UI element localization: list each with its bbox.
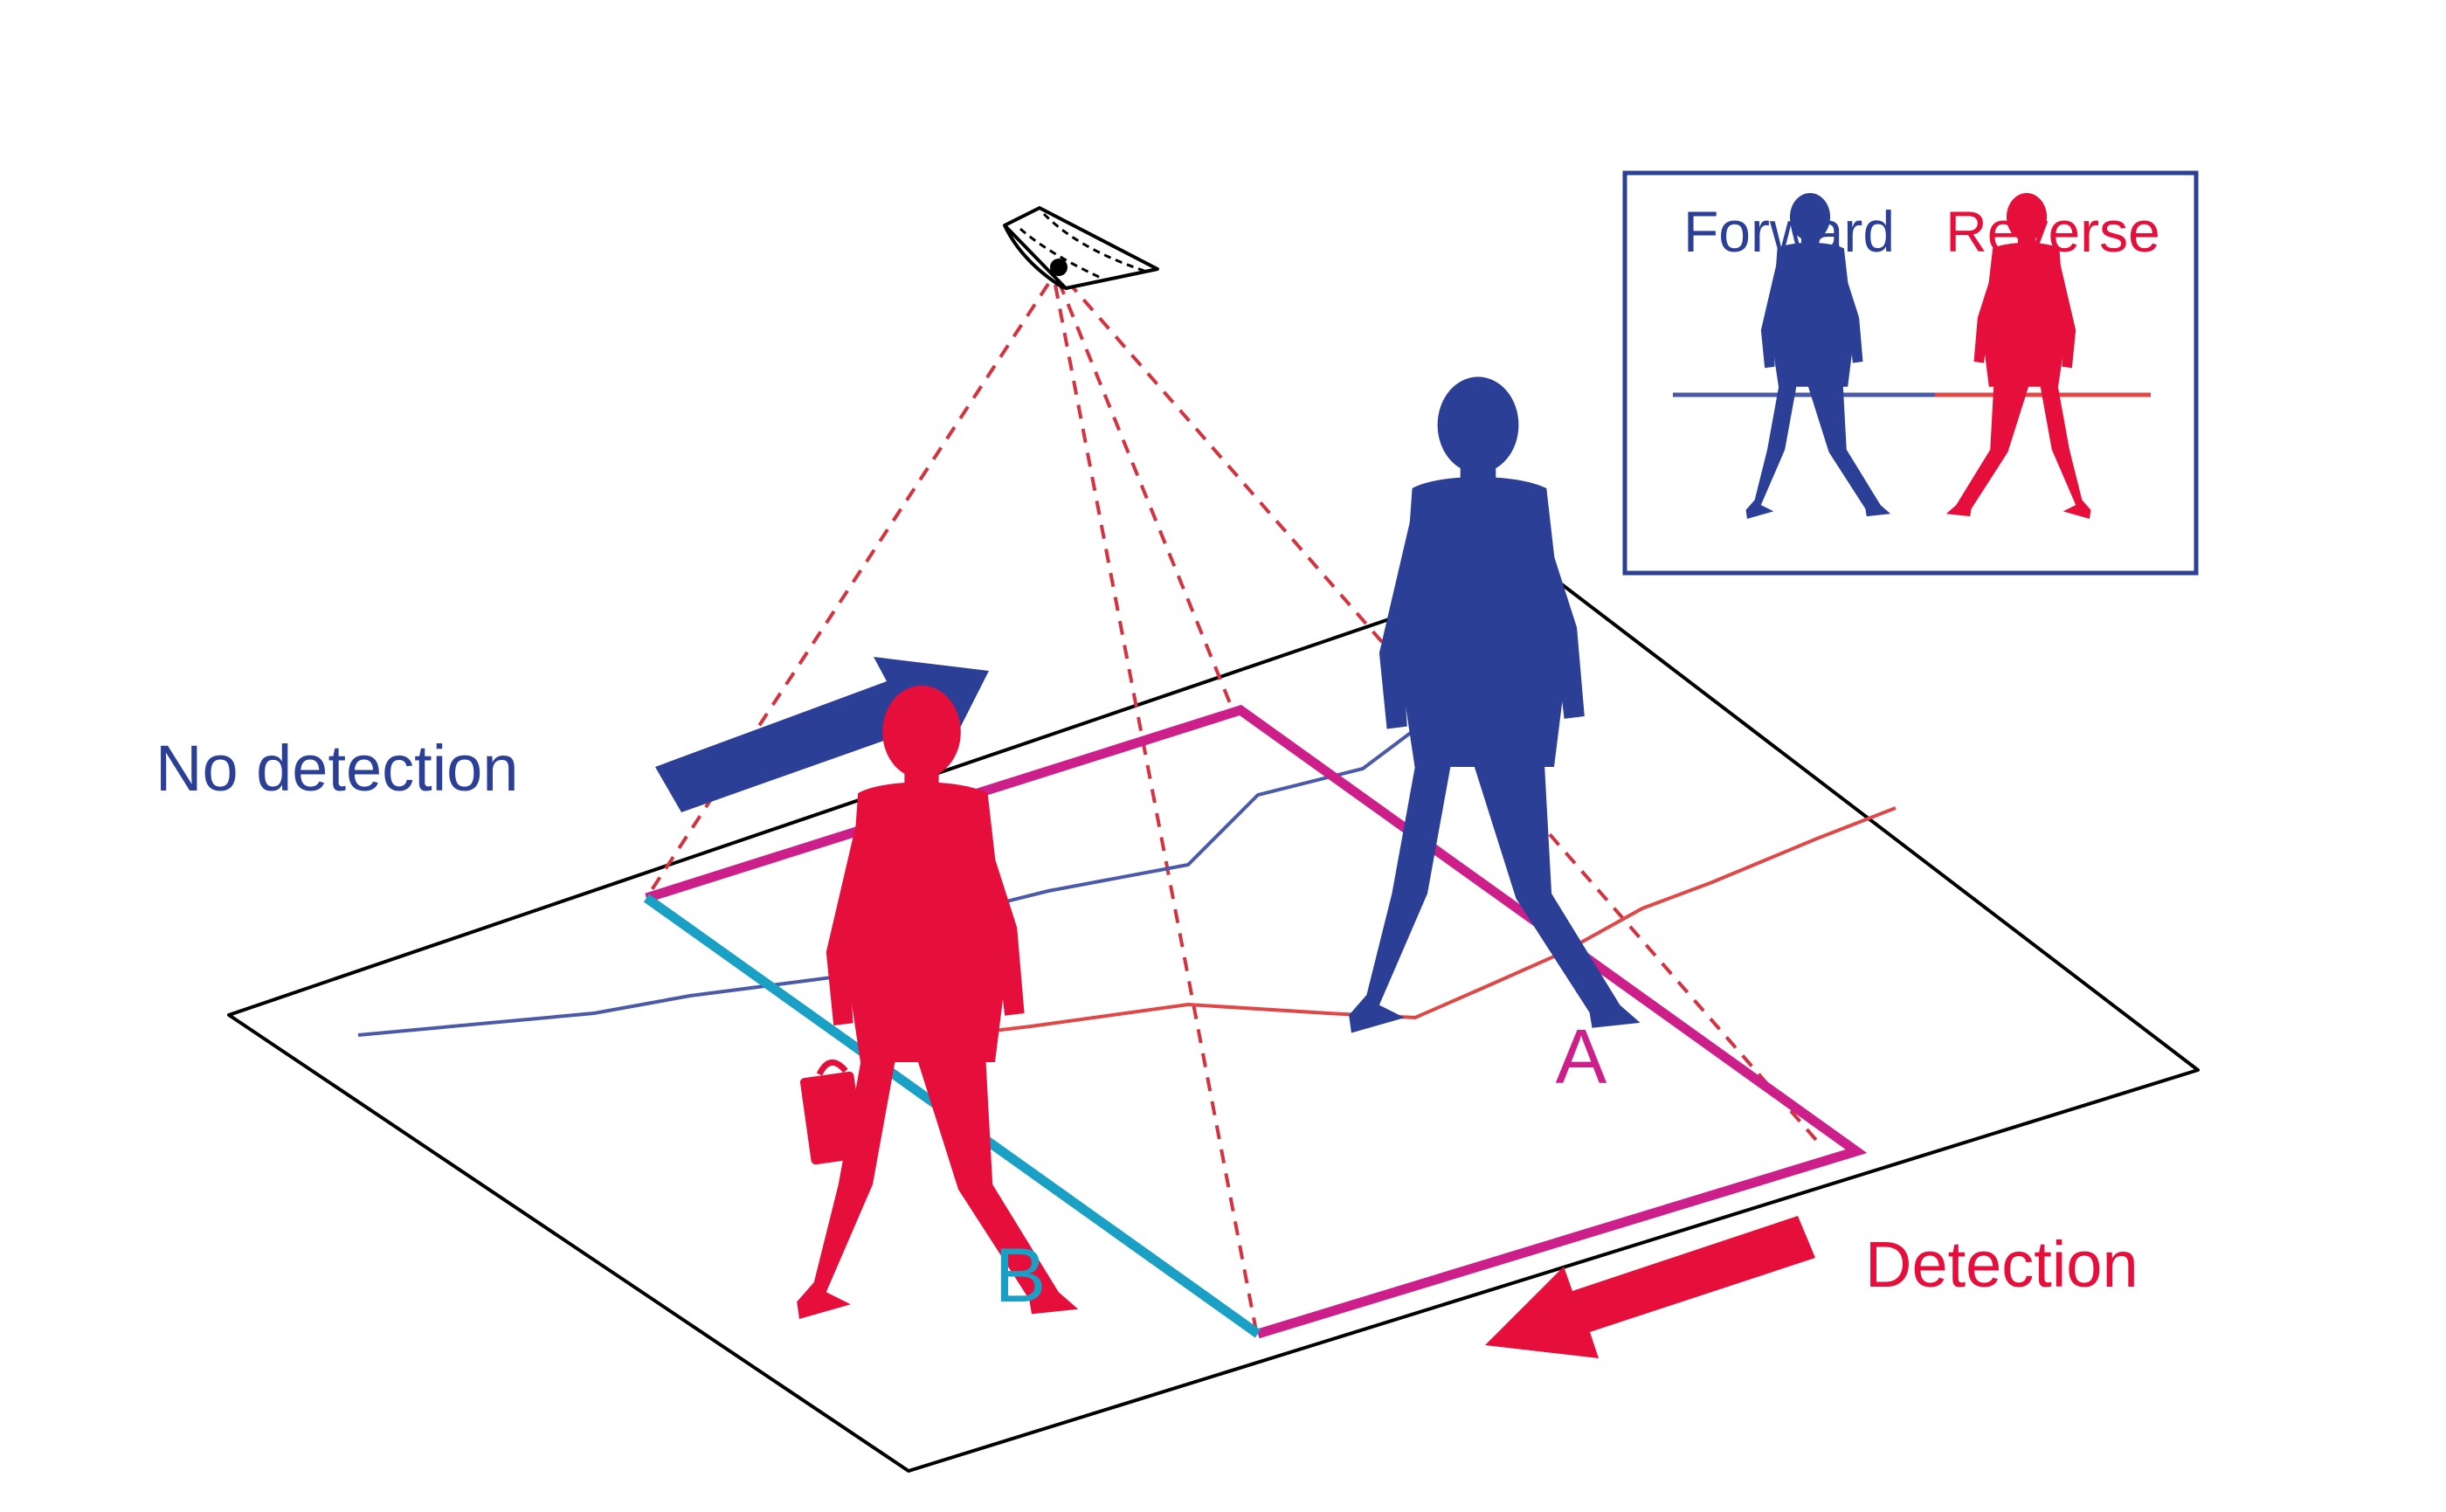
no-detection-label: No detection — [155, 732, 519, 804]
reverse-person-icon — [797, 685, 1079, 1319]
floor-plane — [227, 566, 2200, 1473]
reverse-walking-path — [881, 806, 1897, 1046]
legend-reverse-label: Reverse — [1945, 199, 2160, 264]
line-b-label: B — [995, 1232, 1047, 1318]
legend-forward-label: Forward — [1683, 199, 1895, 264]
ceiling-camera-icon — [1003, 206, 1159, 290]
briefcase-icon — [799, 1060, 866, 1165]
detection-label: Detection — [1865, 1228, 2139, 1301]
legend-box — [1622, 170, 2199, 576]
line-a-label: A — [1556, 1013, 1607, 1100]
detection-arrow-icon — [1485, 1216, 1815, 1358]
